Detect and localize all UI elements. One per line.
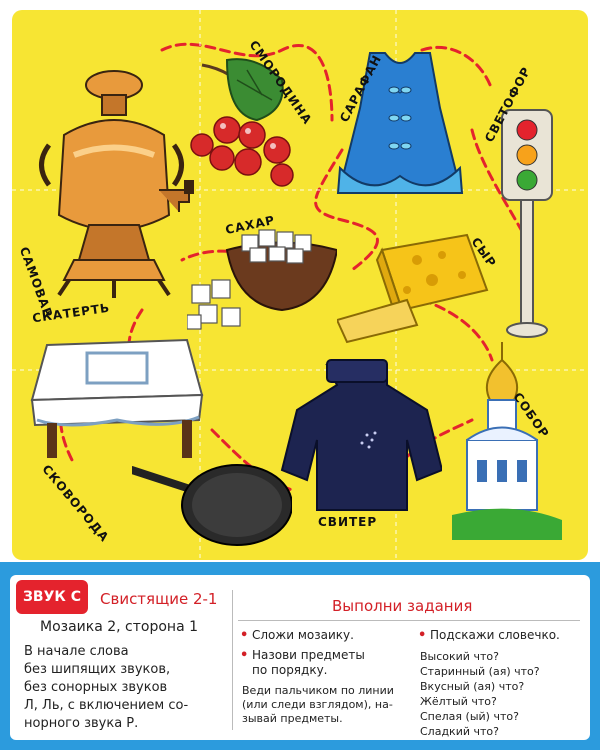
bullet: • xyxy=(240,628,249,643)
column-divider xyxy=(232,590,233,730)
traffic-light-icon xyxy=(501,109,553,338)
question: Старинный (ая) что? xyxy=(420,665,540,678)
info-card xyxy=(10,575,590,740)
question: Вкусный (ая) что? xyxy=(420,680,525,693)
mosaic-board: САМОВАР СМОРОДИНА САРАФАН xyxy=(12,10,588,560)
question: Жёлтый что? xyxy=(420,695,497,708)
left-subtitle: Мозаика 2, сторона 1 xyxy=(40,619,199,635)
right-title: Выполни задания xyxy=(332,597,473,615)
task-note: зывай предметы. xyxy=(242,712,343,725)
word-sviter: СВИТЕР xyxy=(318,515,378,529)
tablecloth-icon xyxy=(30,338,204,458)
task-note: Веди пальчиком по линии xyxy=(242,684,394,697)
cheese-icon xyxy=(337,233,489,344)
sundress-icon xyxy=(336,52,464,194)
currant-icon xyxy=(190,58,294,187)
left-line: норного звука Р. xyxy=(24,716,139,731)
task-hint-word: Подскажи словечко. xyxy=(430,628,560,642)
frying-pan-icon xyxy=(132,464,292,546)
task-note: (или следи взглядом), на- xyxy=(242,698,393,711)
left-line: Л, Ль, с включением со- xyxy=(24,698,189,713)
header-divider xyxy=(238,620,580,621)
sugar-icon xyxy=(187,229,337,330)
question: Спелая (ый) что? xyxy=(420,710,519,723)
samovar-icon xyxy=(39,70,194,298)
sweater-icon xyxy=(280,359,442,511)
bullet: • xyxy=(240,648,249,663)
left-line: без шипящих звуков, xyxy=(24,662,171,677)
sound-badge: ЗВУК С xyxy=(16,580,88,614)
task-name-items-2: по порядку. xyxy=(252,663,328,677)
question: Высокий что? xyxy=(420,650,499,663)
left-line: без сонорных звуков xyxy=(24,680,168,695)
cathedral-icon xyxy=(452,342,562,540)
left-line: В начале слова xyxy=(24,644,129,659)
left-title: Свистящие 2-1 xyxy=(100,590,218,608)
task-assemble: Сложи мозаику. xyxy=(252,628,354,642)
task-name-items: Назови предметы xyxy=(252,648,365,662)
question: Сладкий что? xyxy=(420,725,499,738)
bullet: • xyxy=(418,628,427,643)
